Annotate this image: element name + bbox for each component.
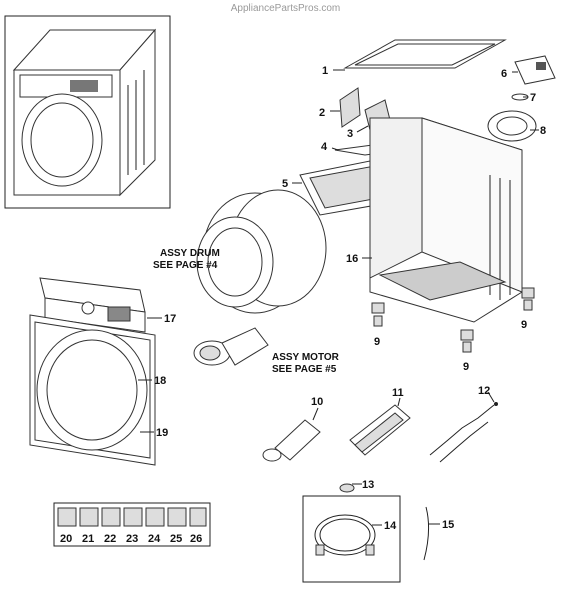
front-panel-part (29, 314, 156, 466)
accessory-26 (189, 507, 207, 527)
callout-9-right: 9 (521, 319, 527, 331)
overview-door-glass (30, 102, 94, 178)
callout-9-center: 9 (463, 361, 469, 373)
accessory-21 (79, 507, 99, 527)
callout-15: 15 (442, 519, 454, 531)
accessory-parts (53, 502, 211, 547)
leader-3 (356, 125, 369, 133)
drum-assembly (196, 189, 327, 314)
leader-4 (331, 147, 339, 151)
heater-part (349, 404, 411, 456)
callout-10: 10 (311, 396, 323, 408)
callout-20: 20 (60, 533, 72, 545)
callout-21: 21 (82, 533, 94, 545)
callout-13: 13 (362, 479, 374, 491)
accessory-20 (57, 507, 77, 527)
leader-10 (312, 407, 319, 421)
motor-assembly (193, 327, 269, 366)
assy-drum-note-line1: ASSY DRUM (160, 248, 220, 259)
callout-2: 2 (319, 107, 325, 119)
drain-hose-part (423, 506, 430, 561)
callout-25: 25 (170, 533, 182, 545)
control-panel-part (39, 277, 146, 333)
callout-7: 7 (530, 92, 536, 104)
cabinet-part (369, 117, 523, 323)
duct-part (262, 419, 321, 462)
assy-motor-note-line2: SEE PAGE #5 (272, 364, 337, 375)
accessory-23 (123, 507, 143, 527)
callout-5: 5 (282, 178, 288, 190)
assy-motor-note-line1: ASSY MOTOR (272, 352, 340, 363)
callout-9-left: 9 (374, 336, 380, 348)
callout-4: 4 (321, 141, 328, 153)
accessory-frame (53, 502, 211, 547)
hose-kit-part (302, 495, 401, 583)
leader-11 (397, 397, 401, 407)
overview-dryer-illustration (4, 15, 171, 209)
watermark: AppliancePartsPros.com (230, 3, 341, 14)
callout-22: 22 (104, 533, 116, 545)
foot-part-left (371, 302, 385, 327)
clamp-part (339, 483, 355, 493)
overview-display (70, 80, 98, 92)
callout-8: 8 (540, 125, 546, 137)
callout-3: 3 (347, 128, 353, 140)
overview-frame (4, 15, 171, 209)
wire-harness-part (429, 402, 498, 463)
accessory-22 (101, 507, 121, 527)
accessory-24 (145, 507, 165, 527)
accessory-25 (167, 507, 187, 527)
leader-12 (487, 391, 495, 403)
callout-19: 19 (156, 427, 168, 439)
assy-drum-note-line2: SEE PAGE #4 (153, 260, 218, 271)
callout-24: 24 (148, 533, 161, 545)
foot-part-center (460, 329, 474, 353)
foot-part-right (521, 287, 535, 311)
callout-26: 26 (190, 533, 202, 545)
filter-grille-part (339, 87, 361, 128)
callout-11: 11 (392, 387, 404, 399)
callout-23: 23 (126, 533, 138, 545)
top-panel-inner (354, 43, 496, 66)
module-part (514, 55, 556, 85)
callout-16: 16 (346, 253, 358, 265)
callout-6: 6 (501, 68, 507, 80)
callout-18: 18 (154, 375, 166, 387)
overview-control-panel (19, 74, 113, 98)
overview-side (119, 28, 156, 197)
callout-12: 12 (478, 385, 490, 397)
callout-17: 17 (164, 313, 176, 325)
callout-14: 14 (384, 520, 397, 532)
callout-1: 1 (322, 65, 328, 77)
